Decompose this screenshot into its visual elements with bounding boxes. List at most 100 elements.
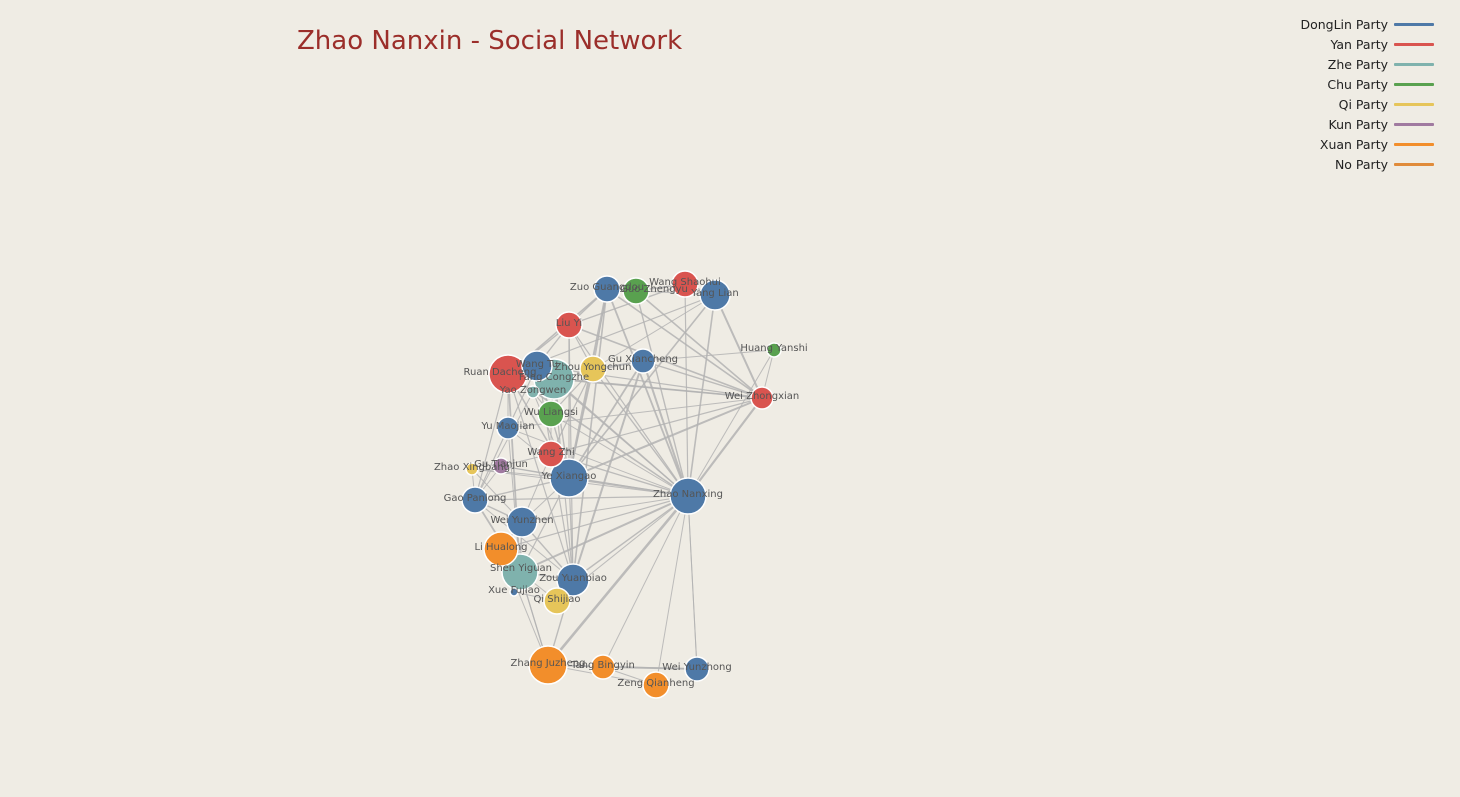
- node-circle[interactable]: [593, 275, 621, 303]
- edge-line: [642, 349, 775, 362]
- node-circle[interactable]: [555, 311, 583, 339]
- edge-line: [474, 499, 574, 581]
- node-zhou-yongchun[interactable]: [579, 355, 607, 383]
- edge-line: [687, 349, 775, 497]
- node-circle[interactable]: [630, 348, 656, 374]
- node-wang-zhi[interactable]: [537, 440, 565, 468]
- edge-line: [655, 495, 689, 686]
- node-label: Zhang Juzheng: [511, 658, 586, 669]
- legend: DongLin Party Yan Party Zhe Party Chu Pa…: [1300, 14, 1434, 174]
- node-circle[interactable]: [622, 277, 650, 305]
- node-wei-yunzhen[interactable]: [506, 506, 538, 538]
- edges-layer: [471, 283, 775, 686]
- edge-line: [507, 373, 521, 573]
- node-circle[interactable]: [537, 400, 565, 428]
- node-circle[interactable]: [642, 671, 670, 699]
- legend-label: Chu Party: [1327, 76, 1388, 92]
- legend-item-zhe[interactable]: Zhe Party: [1300, 54, 1434, 74]
- edge-line: [519, 495, 689, 573]
- node-circle[interactable]: [671, 270, 699, 298]
- legend-item-xuan[interactable]: Xuan Party: [1300, 134, 1434, 154]
- node-label: Zhao Nanxing: [653, 489, 723, 500]
- node-label: Ruan Dacheng: [464, 367, 537, 378]
- edge-line: [546, 495, 690, 666]
- legend-item-donglin[interactable]: DongLin Party: [1300, 14, 1434, 34]
- edge-line: [635, 290, 763, 399]
- edge-line: [550, 397, 763, 455]
- node-circle[interactable]: [483, 531, 519, 567]
- node-wei-zhongxian[interactable]: [750, 386, 774, 410]
- node-label: Zuo Guangdou: [570, 282, 644, 293]
- node-circle[interactable]: [556, 563, 590, 597]
- node-huang-yanshi[interactable]: [766, 342, 782, 358]
- node-circle[interactable]: [699, 279, 731, 311]
- node-circle[interactable]: [465, 462, 479, 476]
- node-wang-shaohui[interactable]: [671, 270, 699, 298]
- node-zou-yuanbiao[interactable]: [556, 563, 590, 597]
- legend-item-chu[interactable]: Chu Party: [1300, 74, 1434, 94]
- node-label: Guo Zhengyu: [620, 284, 688, 295]
- legend-label: Kun Party: [1328, 116, 1388, 132]
- legend-label: Qi Party: [1338, 96, 1388, 112]
- node-yang-lian[interactable]: [699, 279, 731, 311]
- node-circle[interactable]: [669, 477, 707, 515]
- node-circle[interactable]: [496, 416, 520, 440]
- node-zhao-xingbang[interactable]: [465, 462, 479, 476]
- edge-line: [507, 427, 689, 497]
- node-circle[interactable]: [766, 342, 782, 358]
- node-circle[interactable]: [509, 587, 519, 597]
- node-tang-bingyin[interactable]: [590, 654, 616, 680]
- node-wei-yunzhong[interactable]: [684, 656, 710, 682]
- node-yao-zongwen[interactable]: [526, 385, 540, 399]
- node-label: Gao Panlong: [444, 493, 507, 504]
- node-label: Gu Xiancheng: [608, 354, 678, 365]
- node-label: Huang Yanshi: [740, 343, 807, 354]
- node-gu-tianjun[interactable]: [492, 457, 510, 475]
- node-circle[interactable]: [461, 486, 489, 514]
- node-zuo-guangdou[interactable]: [593, 275, 621, 303]
- node-label: Xue Fujiao: [488, 585, 540, 596]
- node-li-hualong[interactable]: [483, 531, 519, 567]
- node-circle[interactable]: [537, 440, 565, 468]
- edge-line: [635, 290, 689, 497]
- node-xue-fujiao[interactable]: [509, 587, 519, 597]
- node-circle[interactable]: [543, 587, 571, 615]
- node-circle[interactable]: [549, 458, 589, 498]
- edge-line: [550, 413, 689, 497]
- legend-item-yan[interactable]: Yan Party: [1300, 34, 1434, 54]
- node-circle[interactable]: [528, 645, 568, 685]
- node-circle[interactable]: [684, 656, 710, 682]
- node-yu-maojian[interactable]: [496, 416, 520, 440]
- node-wu-liangsi[interactable]: [537, 400, 565, 428]
- edge-line: [687, 294, 716, 497]
- node-circle[interactable]: [506, 506, 538, 538]
- edge-line: [536, 365, 763, 399]
- node-label: Wei Yunzhen: [490, 515, 553, 526]
- legend-item-kun[interactable]: Kun Party: [1300, 114, 1434, 134]
- node-label: Gu Tianjun: [474, 459, 528, 470]
- node-zeng-qianheng[interactable]: [642, 671, 670, 699]
- node-circle[interactable]: [492, 457, 510, 475]
- node-zhang-juzheng[interactable]: [528, 645, 568, 685]
- edge-line: [572, 360, 644, 581]
- edge-line: [507, 373, 574, 581]
- node-guo-zhengyu[interactable]: [622, 277, 650, 305]
- node-zhao-nanxing[interactable]: [669, 477, 707, 515]
- node-label: Zeng Qianheng: [617, 678, 694, 689]
- edge-line: [642, 360, 689, 497]
- node-circle[interactable]: [521, 350, 553, 382]
- node-gao-panlong[interactable]: [461, 486, 489, 514]
- node-qi-shijiao[interactable]: [543, 587, 571, 615]
- node-ye-xiangao[interactable]: [549, 458, 589, 498]
- node-circle[interactable]: [590, 654, 616, 680]
- node-circle[interactable]: [579, 355, 607, 383]
- legend-item-qi[interactable]: Qi Party: [1300, 94, 1434, 114]
- node-gu-xiancheng[interactable]: [630, 348, 656, 374]
- node-wang-tu[interactable]: [521, 350, 553, 382]
- node-circle[interactable]: [750, 386, 774, 410]
- legend-item-no-party[interactable]: No Party: [1300, 154, 1434, 174]
- node-label: Wang Zhi: [527, 447, 574, 458]
- node-label: Wei Yunzhong: [662, 662, 731, 673]
- node-circle[interactable]: [526, 385, 540, 399]
- node-liu-yi[interactable]: [555, 311, 583, 339]
